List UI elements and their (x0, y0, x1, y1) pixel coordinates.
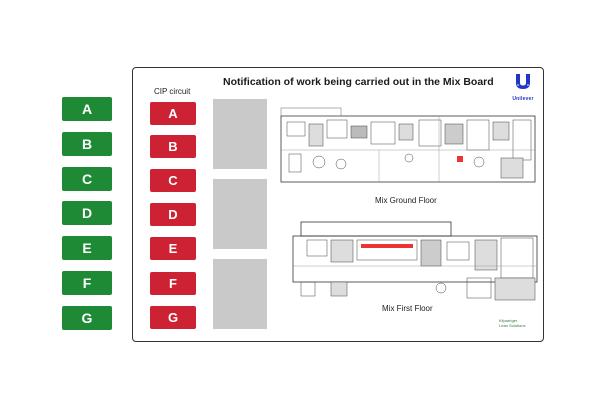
cip-button-g[interactable]: G (150, 306, 196, 329)
cip-button-d[interactable]: D (150, 203, 196, 226)
notice-slot-1[interactable] (213, 99, 267, 169)
brand-name: Unilever (512, 96, 534, 102)
notice-slot-2[interactable] (213, 179, 267, 249)
unilever-u-icon (516, 74, 530, 89)
cip-button-f[interactable]: F (150, 272, 196, 295)
first-floor-plan (292, 221, 538, 301)
ground-floor-label: Mix Ground Floor (375, 196, 437, 205)
first-floor-label: Mix First Floor (382, 304, 433, 313)
green-button-e[interactable]: E (62, 236, 112, 260)
cip-button-a[interactable]: A (150, 102, 196, 125)
cip-button-b[interactable]: B (150, 135, 196, 158)
green-button-d[interactable]: D (62, 201, 112, 225)
ground-floor-plan (280, 107, 536, 183)
cip-button-c[interactable]: C (150, 169, 196, 192)
credit-line-1: Kliparriger (499, 318, 518, 323)
green-button-b[interactable]: B (62, 132, 112, 156)
board-title: Notification of work being carried out i… (223, 76, 494, 88)
notice-slot-3[interactable] (213, 259, 267, 329)
cip-circuit-label: CIP circuit (154, 87, 191, 96)
cip-button-e[interactable]: E (150, 237, 196, 260)
credit-line-2: Lean Solutions (499, 323, 526, 328)
green-button-c[interactable]: C (62, 167, 112, 191)
green-button-f[interactable]: F (62, 271, 112, 295)
notification-board: Notification of work being carried out i… (132, 67, 544, 342)
credit-text: Kliparriger Lean Solutions (499, 318, 525, 328)
unilever-logo: Unilever (508, 73, 538, 102)
green-button-g[interactable]: G (62, 306, 112, 330)
green-button-a[interactable]: A (62, 97, 112, 121)
